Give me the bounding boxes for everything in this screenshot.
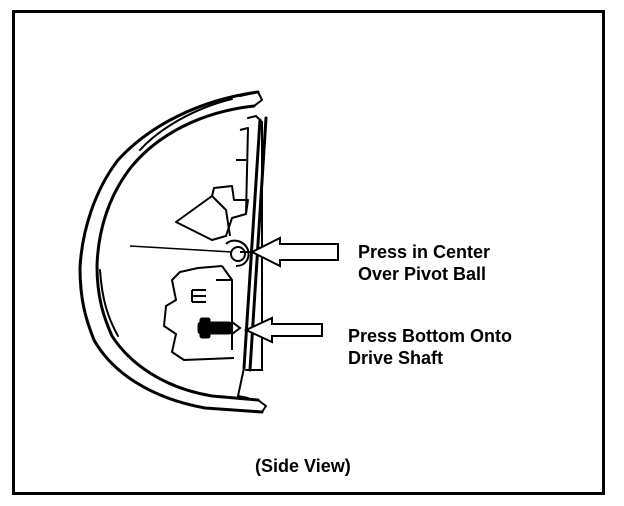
outer-cover	[78, 90, 267, 414]
arrow-press-bottom	[243, 316, 323, 344]
callout-press-center-line1: Press in Center	[358, 242, 491, 262]
callout-press-center-line2: Over Pivot Ball	[358, 264, 487, 284]
callout-press-bottom-line1: Press Bottom Onto	[348, 326, 513, 346]
upper-bracket	[175, 127, 249, 241]
callout-press-center: Press in Center Over Pivot Ball	[358, 241, 490, 285]
callout-press-bottom-line2: Drive Shaft	[348, 348, 444, 368]
pivot-ball	[129, 239, 250, 267]
lower-housing	[163, 265, 235, 361]
figure-caption: (Side View)	[255, 456, 351, 476]
drive-shaft-fastener	[197, 317, 242, 339]
callout-press-bottom: Press Bottom Onto Drive Shaft	[348, 325, 512, 369]
arrow-press-center	[240, 236, 339, 268]
